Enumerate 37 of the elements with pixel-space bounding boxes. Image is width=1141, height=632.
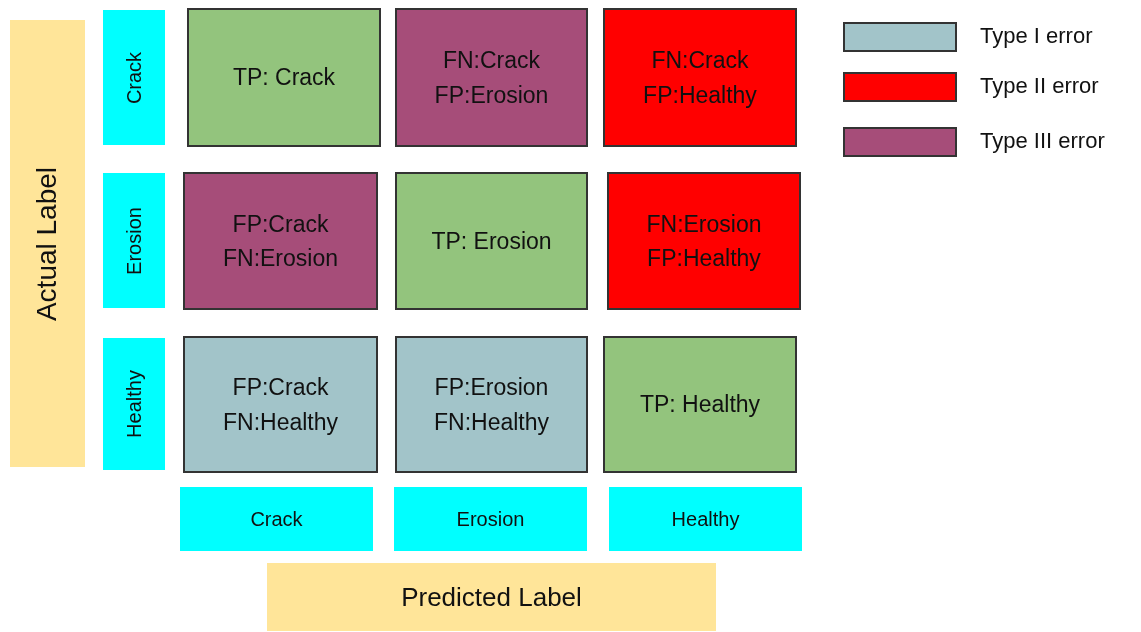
row-header-label: Crack (122, 51, 146, 104)
legend-label: Type III error (980, 128, 1105, 154)
axis-title: Predicted Label (401, 580, 582, 614)
cell-label: FN:Crack FP:Healthy (642, 46, 758, 110)
row-header-label: Healthy (122, 370, 146, 438)
axis-title-band (10, 20, 85, 467)
row-header (103, 338, 165, 470)
cell-label: TP: Crack (232, 63, 336, 93)
axis-title-band (267, 563, 716, 631)
matrix-cell (183, 336, 378, 473)
cell-label: FN:Erosion FP:Healthy (645, 209, 763, 273)
cell-label: FP:Crack FN:Erosion (221, 209, 339, 273)
cell-label: FN:Crack FP:Erosion (433, 46, 550, 110)
legend-label: Type II error (980, 73, 1099, 99)
matrix-cell (603, 8, 797, 147)
cell-label: FP:Erosion FN:Healthy (432, 373, 550, 437)
cell-label: TP: Healthy (639, 390, 761, 420)
matrix-cell (395, 336, 588, 473)
column-header-label: Erosion (456, 507, 525, 532)
row-header (103, 10, 165, 145)
row-header (103, 173, 165, 308)
column-header-label: Crack (250, 507, 303, 532)
legend-label: Type I error (980, 23, 1093, 49)
matrix-cell (395, 8, 588, 147)
column-header-label: Healthy (671, 507, 740, 532)
cell-label: FP:Crack FN:Healthy (221, 373, 339, 437)
row-header-label: Erosion (122, 206, 146, 275)
matrix-cell (603, 336, 797, 473)
column-header (394, 487, 587, 551)
matrix-cell (607, 172, 801, 310)
matrix-cell (187, 8, 381, 147)
matrix-cell (395, 172, 588, 310)
column-header (609, 487, 802, 551)
cell-label: TP: Erosion (431, 226, 552, 256)
axis-title: Actual Label (30, 166, 64, 321)
column-header (180, 487, 373, 551)
matrix-cell (183, 172, 378, 310)
